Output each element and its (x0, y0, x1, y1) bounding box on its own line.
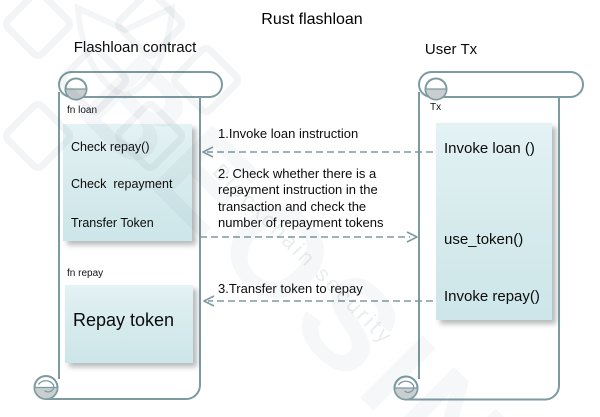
user-tx-instruction-box: Invoke loan () use_token() Invoke repay(… (436, 123, 552, 320)
scroll-top-roll (418, 71, 584, 98)
scroll-body (46, 92, 201, 400)
tx-step-use-token: use_token() (444, 231, 524, 248)
scroll-body (406, 92, 560, 401)
arrow-invoke-loan (202, 146, 433, 158)
repay-token-label: Repay token (73, 310, 175, 330)
fn-loan-label: fn loan (67, 105, 98, 116)
scroll-top-roll (58, 71, 223, 98)
flashloan-scroll-shape (33, 71, 223, 400)
user-tx-heading: User Tx (424, 41, 478, 58)
message-2-label: 2. Check whether there is a repayment in… (218, 166, 383, 231)
message-2-line-2: repayment instruction in the (218, 182, 378, 198)
message-1-label: 1.Invoke loan instruction (218, 126, 359, 141)
arrowhead-right-icon (406, 231, 418, 243)
fn-repay-label: fn repay (67, 268, 104, 279)
tx-step-invoke-loan: Invoke loan () (444, 140, 535, 157)
loan-step-check-repay: Check repay() (71, 140, 150, 154)
scroll-top-curl-icon (424, 77, 448, 101)
arrow-transfer-token (203, 295, 433, 307)
tx-step-invoke-repay: Invoke repay() (444, 288, 540, 305)
loan-function-box: Check repay() Check repayment Transfer T… (63, 124, 192, 241)
loan-step-check-repayment: Check repayment (71, 177, 173, 191)
repay-function-box: Repay token (65, 285, 193, 363)
arrow-check-repayment (200, 231, 418, 243)
scroll-bottom-curl-icon (33, 375, 59, 400)
message-2-line-1: 2. Check whether there is a (218, 166, 377, 181)
tx-label: Tx (430, 102, 442, 113)
scroll-bottom-curl-icon (393, 375, 419, 401)
diagram-title: Rust flashloan (261, 11, 363, 28)
loan-step-transfer-token: Transfer Token (71, 216, 154, 230)
message-3-label: 3.Transfer token to repay (218, 281, 363, 296)
arrowhead-left-icon (202, 146, 214, 158)
arrowhead-left-icon (203, 295, 215, 307)
message-2-line-3: transaction and check the (218, 198, 367, 214)
scroll-top-curl-icon (64, 77, 88, 101)
flashloan-contract-heading: Flashloan contract (73, 39, 197, 56)
message-2-line-4: number of repayment tokens (218, 214, 384, 230)
user-tx-scroll-shape (393, 71, 584, 401)
